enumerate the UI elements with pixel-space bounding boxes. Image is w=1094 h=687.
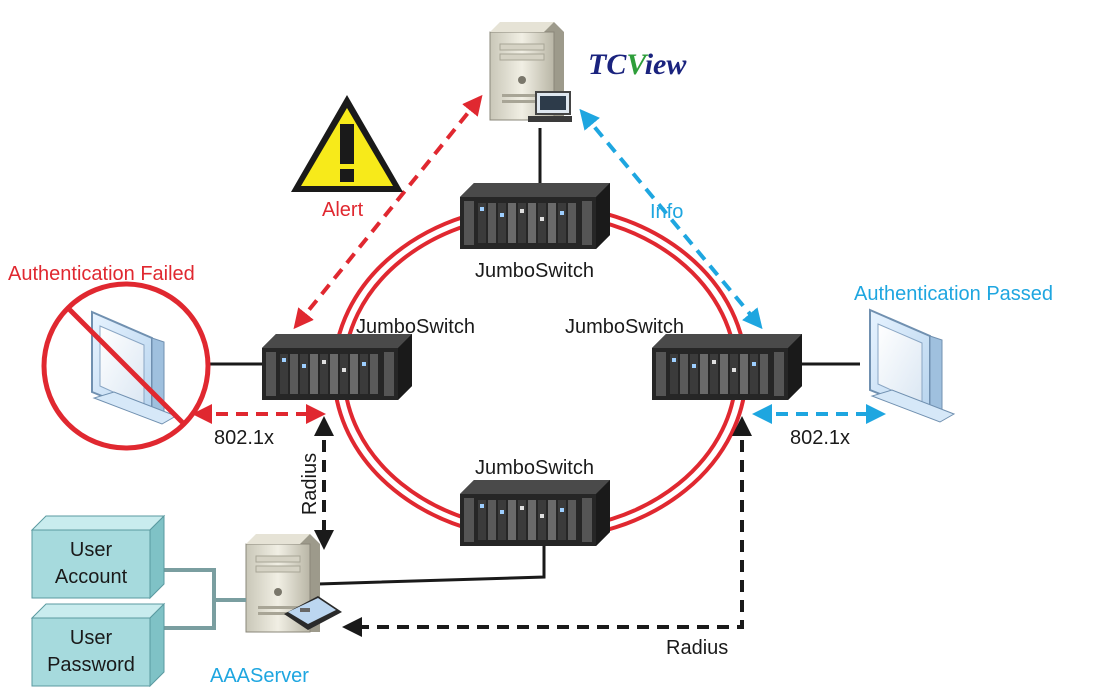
- connector-account: [152, 568, 246, 602]
- authentication-failed-label: Authentication Failed: [8, 263, 195, 285]
- user-account-database-box: [30, 514, 166, 600]
- alert-label: Alert: [322, 199, 364, 221]
- switch-top-label: JumboSwitch: [475, 260, 594, 282]
- alert-arrow: [293, 94, 483, 330]
- switch-bottom-label: JumboSwitch: [475, 457, 594, 479]
- switch-right: [652, 334, 802, 400]
- failed-client-monitor-icon: [91, 311, 177, 425]
- switch-left-label: JumboSwitch: [356, 316, 475, 338]
- dot1x-left-label: 802.1x: [214, 427, 274, 449]
- user-password-label-line2: Password: [47, 654, 135, 676]
- radius-bottom-label: Radius: [666, 637, 728, 659]
- tcview-server-icon: [489, 21, 572, 122]
- warning-icon: [291, 95, 403, 192]
- authentication-passed-label: Authentication Passed: [854, 283, 1053, 305]
- info-arrow: [579, 108, 763, 330]
- switch-left: [262, 334, 412, 400]
- user-account-label-line1: User: [70, 539, 113, 561]
- dot1x-right-label: 802.1x: [790, 427, 850, 449]
- aaa-server-icon: [245, 533, 342, 633]
- switch-right-label: JumboSwitch: [565, 316, 684, 338]
- user-password-label-line1: User: [70, 627, 113, 649]
- radius-vertical-label: Radius: [299, 453, 321, 515]
- user-password-database-box: [30, 602, 166, 687]
- aaa-server-label: AAAServer: [210, 665, 309, 687]
- switch-bottom: [460, 480, 610, 546]
- connector-password: [152, 600, 216, 630]
- link-aaa-switch: [317, 545, 546, 586]
- user-account-label-line2: Account: [55, 566, 128, 588]
- passed-client-monitor-icon: [869, 309, 955, 423]
- info-label: Info: [650, 201, 683, 223]
- switch-top: [460, 183, 610, 249]
- tcview-logo: TCView: [588, 48, 687, 81]
- prohibited-icon: [41, 281, 211, 451]
- radius-bottom-arrow: [342, 416, 752, 637]
